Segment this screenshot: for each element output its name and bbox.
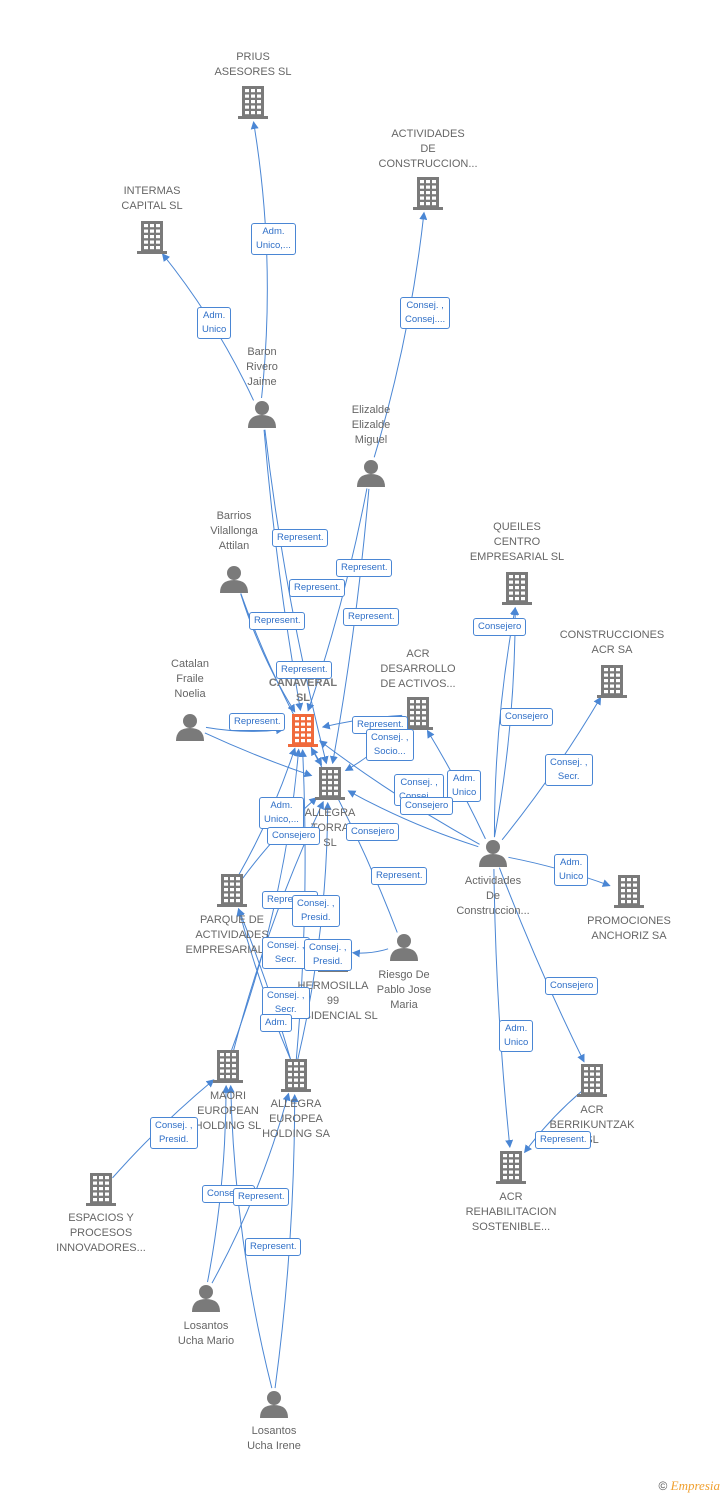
person-icon[interactable] [176, 714, 204, 741]
edge-line [493, 868, 514, 1149]
edge-line [306, 488, 368, 712]
edge-label[interactable]: Consej. , Secr. [545, 754, 593, 786]
nodes-layer [86, 86, 644, 1418]
node-label[interactable]: CONSTRUCCIONES ACR SA [559, 629, 665, 656]
edge-line [493, 606, 518, 838]
node-label[interactable]: ACR DESARROLLO DE ACTIVOS... [380, 648, 456, 690]
edge-label[interactable]: Represent. [336, 559, 393, 577]
person-icon[interactable] [357, 460, 385, 487]
edge-label[interactable]: Consej. , Presid. [150, 1117, 198, 1149]
node-label[interactable]: Actividades De Construccion... [456, 875, 530, 917]
building-icon[interactable] [137, 221, 167, 254]
node-label[interactable]: INTERMAS CAPITAL SL [121, 185, 183, 212]
building-icon[interactable] [86, 1173, 116, 1206]
building-icon[interactable] [213, 1050, 243, 1083]
edge-label[interactable]: Represent. [371, 867, 428, 885]
edge-line [524, 1091, 582, 1154]
edge-label[interactable]: Consejero [500, 708, 554, 726]
node-label[interactable]: Catalan Fraile Noelia [171, 658, 209, 700]
edge-label[interactable]: Represent. [249, 612, 306, 630]
building-icon[interactable] [502, 572, 532, 605]
node-label[interactable]: QUEILES CENTRO EMPRESARIAL SL [469, 521, 565, 563]
edge-label[interactable]: Consejero [346, 823, 400, 841]
building-icon[interactable] [614, 875, 644, 908]
edge-label[interactable]: Consej. , Secr. [262, 937, 310, 969]
person-icon[interactable] [260, 1391, 288, 1418]
person-icon[interactable] [248, 401, 276, 428]
building-icon[interactable] [496, 1151, 526, 1184]
edge-label[interactable]: Represent. [272, 529, 329, 547]
edge-line [226, 1084, 273, 1389]
edge-label[interactable]: Consej. , Consej.... [400, 297, 451, 329]
edge-label[interactable]: Adm. Unico [197, 307, 232, 339]
edge-label[interactable]: Adm. Unico,... [251, 223, 296, 255]
edge-label[interactable]: Adm. Unico [554, 854, 589, 886]
edge-label[interactable]: Adm. [260, 1014, 293, 1032]
edge-line [351, 948, 389, 958]
node-label[interactable]: Elizalde Elizalde Miguel [351, 404, 391, 446]
edge-label[interactable]: Consejero [545, 977, 599, 995]
edge-line [373, 211, 428, 458]
edge-label[interactable]: Consej. , Presid. [292, 895, 340, 927]
edge-label[interactable]: Consej. , Presid. [304, 939, 352, 971]
edge-label[interactable]: Represent. [276, 661, 333, 679]
building-icon[interactable] [281, 1059, 311, 1092]
edge-label[interactable]: Consejero [400, 797, 454, 815]
edge-label[interactable]: Consejero [267, 827, 321, 845]
edge-label[interactable]: Represent. [245, 1238, 302, 1256]
edge-line [264, 429, 329, 765]
edge-label[interactable]: Represent. [535, 1131, 592, 1149]
edge-line [329, 488, 370, 765]
node-label[interactable]: ALLEGRA EUROPEA HOLDING SA [262, 1098, 330, 1140]
edge-line [347, 790, 479, 848]
edge-label[interactable]: Adm. Unico [447, 770, 482, 802]
edge-label[interactable]: Consejero [473, 618, 527, 636]
edge-line [240, 593, 296, 713]
node-label[interactable]: PARQUE DE ACTIVIDADES EMPRESARIALES [185, 914, 279, 956]
edge-line [236, 907, 292, 1061]
brand-logo[interactable]: Empresia [670, 1478, 720, 1493]
node-label[interactable]: Baron Rivero Jaime [246, 346, 278, 388]
edge-label[interactable]: Consej. , Secr. [262, 987, 310, 1019]
edge-line [237, 907, 292, 1061]
person-icon[interactable] [220, 566, 248, 593]
footer: © Empresia [658, 1478, 720, 1494]
building-icon[interactable] [403, 697, 433, 730]
node-label[interactable]: Losantos Ucha Irene [247, 1425, 301, 1452]
copyright-symbol: © [658, 1479, 668, 1493]
building-icon[interactable] [288, 714, 318, 747]
edge-line [204, 732, 313, 778]
edge-line [498, 867, 585, 1063]
building-icon[interactable] [238, 86, 268, 119]
person-icon[interactable] [479, 840, 507, 867]
person-icon[interactable] [192, 1285, 220, 1312]
node-label[interactable]: ACR REHABILITACION SOSTENIBLE... [465, 1191, 557, 1233]
building-icon[interactable] [597, 665, 627, 698]
node-label[interactable]: PRIUS ASESORES SL [214, 51, 292, 78]
building-icon[interactable] [413, 177, 443, 210]
edge-label[interactable]: Consej. , Socio... [366, 729, 414, 761]
edge-label[interactable]: Adm. Unico [499, 1020, 534, 1052]
node-label[interactable]: MAORI EUROPEAN HOLDING SL [194, 1090, 262, 1132]
node-label[interactable]: PROMOCIONES ANCHORIZ SA [587, 915, 671, 942]
building-icon[interactable] [577, 1064, 607, 1097]
edge-line [297, 801, 332, 1060]
node-label[interactable]: Losantos Ucha Mario [177, 1320, 235, 1347]
edge-label[interactable]: Adm. Unico,... [259, 797, 304, 829]
node-label[interactable]: ESPACIOS Y PROCESOS INNOVADORES... [56, 1212, 146, 1254]
edge-line [250, 121, 268, 399]
edge-label[interactable]: Represent. [289, 579, 346, 597]
edge-label[interactable]: Represent. [233, 1188, 290, 1206]
node-label[interactable]: ACTIVIDADES DE CONSTRUCCION... [378, 128, 478, 170]
edge-label[interactable]: Represent. [229, 713, 286, 731]
node-label[interactable]: Riesgo De Pablo Jose Maria [376, 969, 432, 1011]
node-label[interactable]: ALLEGRA TORRA SL [304, 807, 356, 849]
node-label[interactable]: Barrios Vilallonga Attilan [210, 510, 258, 552]
edge-label[interactable]: Represent. [343, 608, 400, 626]
person-icon[interactable] [390, 934, 418, 961]
building-icon[interactable] [217, 874, 247, 907]
edge-line [207, 1084, 231, 1283]
building-icon[interactable] [315, 767, 345, 800]
